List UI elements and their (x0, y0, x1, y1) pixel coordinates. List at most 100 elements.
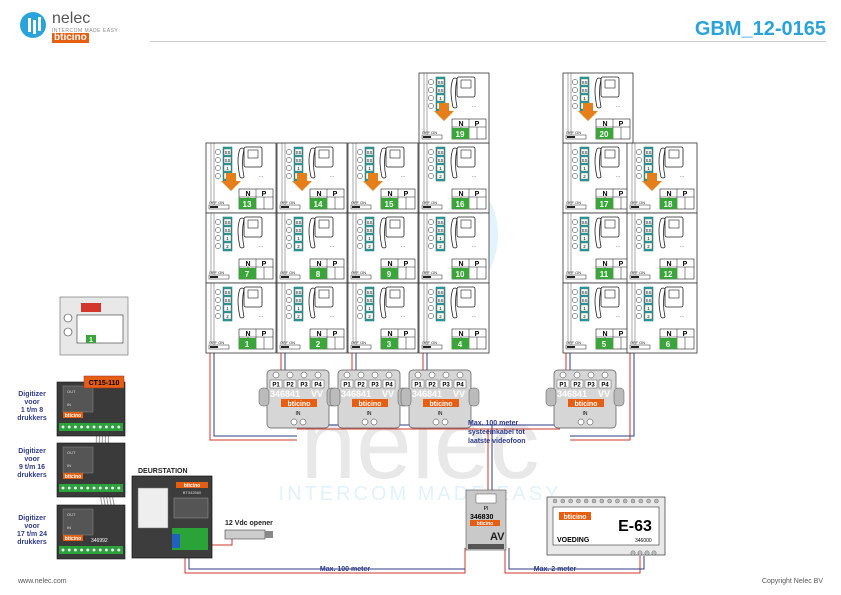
terminal-label: 1 (647, 166, 650, 171)
terminal-label-box (580, 304, 589, 312)
door-opener: 12 Vdc opener (224, 520, 273, 540)
terminal-label-box (436, 78, 445, 86)
brand-bar (352, 399, 388, 407)
keypad-icon: ... (401, 313, 405, 319)
terminal-screw (286, 149, 292, 155)
terminal-label: SS (581, 298, 587, 303)
terminal-screw (92, 486, 96, 490)
terminal-label-box (223, 226, 232, 234)
riser-line (423, 143, 428, 209)
nelec-logo-icon (20, 12, 46, 38)
terminal-screw (286, 243, 292, 249)
terminal-screw (428, 95, 434, 101)
terminal-label: SS (224, 290, 230, 295)
handset-icon (450, 217, 458, 249)
port-box (269, 379, 283, 389)
terminal-label: 2 (226, 314, 229, 319)
terminal-screw (215, 289, 221, 295)
opener-icon (224, 529, 266, 540)
terminal-label-box (365, 148, 374, 156)
keypad-icon: ... (472, 103, 476, 109)
top-screw (615, 498, 620, 504)
document-code: GBM_12-0165 (694, 18, 826, 40)
jumper-p-label: P (619, 331, 624, 338)
digitizer-model: 346992 (91, 538, 108, 544)
screen-icon (460, 219, 472, 229)
riser-line (352, 143, 357, 209)
switch-icon (421, 274, 443, 280)
terminal-label-box (365, 164, 374, 172)
screen-icon (247, 219, 259, 229)
jumper-p-label: P (333, 261, 338, 268)
terminal-screw (286, 157, 292, 163)
digitizer-label-line: voor (24, 456, 39, 463)
digitizer-panel (62, 385, 94, 413)
terminal-label-box (644, 218, 653, 226)
digitizer-terminals (59, 484, 123, 492)
terminal-screw (104, 548, 109, 552)
terminal-block (579, 146, 590, 182)
jumper-p-label: P (404, 331, 409, 338)
terminal-screw (636, 219, 642, 225)
terminal-screw (67, 425, 72, 429)
port-label: P2 (428, 383, 436, 389)
keypad-icon: ... (680, 243, 684, 249)
terminal-screw (215, 313, 221, 319)
jumper-n-label: N (602, 121, 607, 128)
switch-knob (631, 206, 639, 208)
terminal-label: SS (437, 290, 443, 295)
terminal-label-box (223, 156, 232, 164)
keypad-icon: ... (330, 313, 334, 319)
terminal-screw (98, 486, 103, 490)
bottom-screw (630, 550, 636, 556)
bottom-screw (644, 550, 650, 556)
port-screw (414, 371, 422, 379)
terminal-label-box (365, 296, 374, 304)
address-cell (310, 268, 327, 279)
terminal-label-box (644, 234, 653, 242)
in-screw (361, 418, 369, 426)
port-box (453, 379, 467, 389)
switch-label: OFF ON (351, 200, 366, 205)
terminal-screw (215, 297, 221, 303)
jumper-p-label: P (262, 331, 267, 338)
phone-address: 3 (387, 340, 392, 349)
terminal-label-box (436, 86, 445, 94)
terminal-label: 2 (439, 174, 442, 179)
terminal-label-box (365, 226, 374, 234)
terminal-block (579, 286, 590, 322)
port-label: P4 (385, 383, 393, 389)
digitizer-terminals (59, 423, 123, 431)
terminal-label-box (365, 156, 374, 164)
terminal-label-box (436, 234, 445, 242)
riser-note-line: systeemkabel tot (468, 429, 525, 436)
terminal-block (293, 286, 304, 322)
terminal-label-box (223, 312, 232, 320)
phone-address: 10 (456, 270, 465, 279)
terminal-label: SS (224, 158, 230, 163)
port-box (340, 379, 354, 389)
terminal-screw (572, 165, 578, 171)
terminal-label: 1 (226, 166, 229, 171)
terminal-label: SS (366, 158, 372, 163)
terminal-screw (286, 313, 292, 319)
switch-label: OFF ON (630, 200, 645, 205)
phone-address: 16 (456, 200, 465, 209)
port-label: P3 (587, 383, 595, 389)
address-cell (452, 128, 469, 139)
switch-icon (565, 134, 587, 140)
port-box (354, 379, 368, 389)
distributor-model: 346841 (557, 389, 587, 399)
brand-logo: nelec INTERCOM MADE EASY bticino (20, 10, 140, 43)
terminal-label-box (436, 226, 445, 234)
jumper-n-label: N (245, 331, 250, 338)
